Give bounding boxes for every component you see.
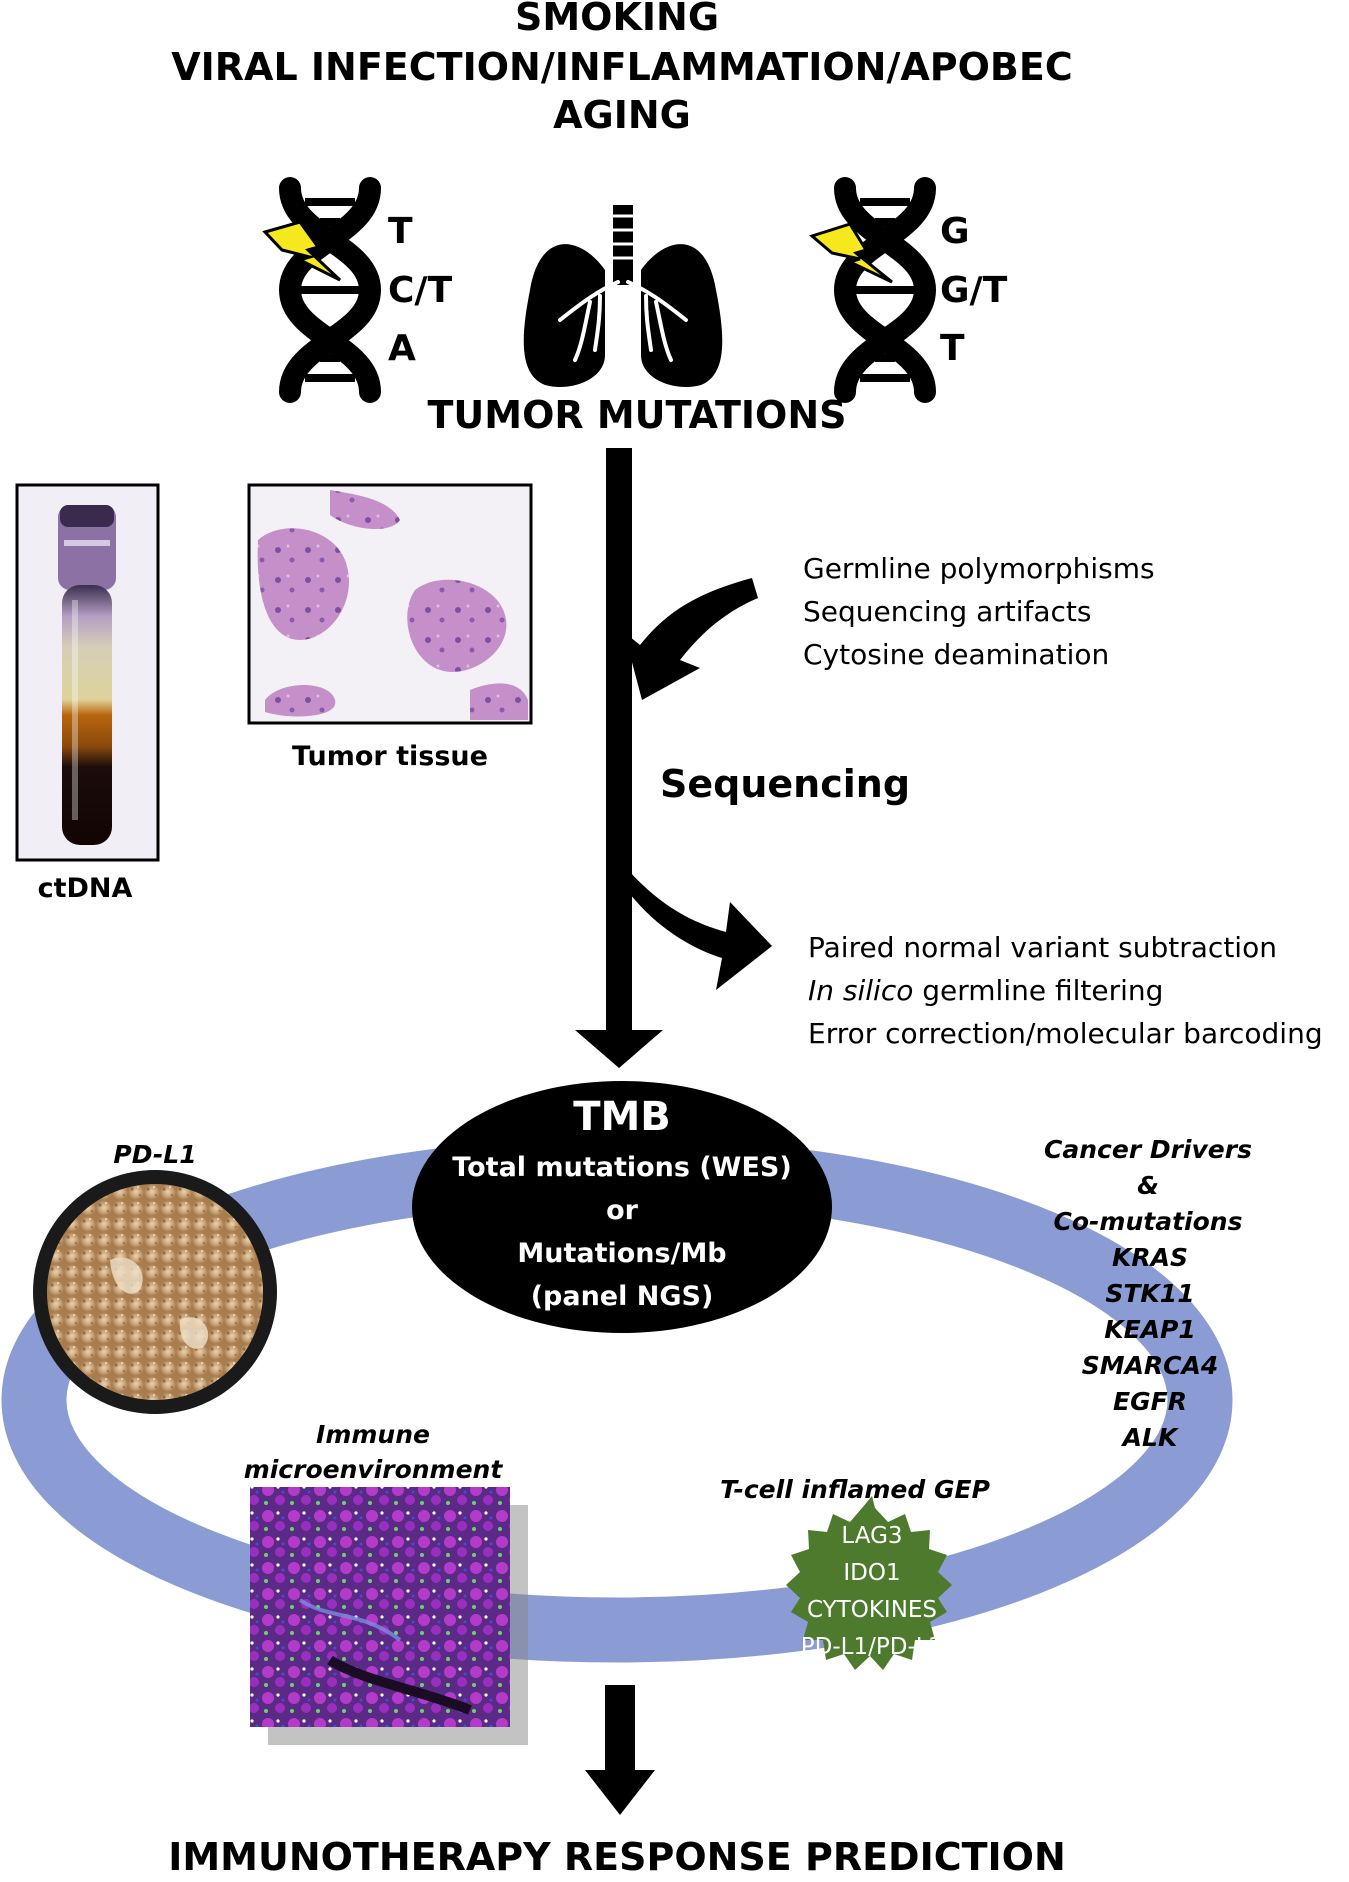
drivers-title-1: Cancer Drivers xyxy=(1044,1135,1252,1164)
main-flow-arrow xyxy=(575,448,663,1068)
tmb-title: TMB xyxy=(573,1094,671,1140)
filter-item: Error correction/molecular barcoding xyxy=(808,1017,1323,1050)
gep-item: PD-L1/PD-L2 xyxy=(801,1634,943,1660)
dna-right-base-3: T xyxy=(940,328,965,369)
cause-aging: AGING xyxy=(553,93,691,137)
dna-right-base-2: G/T xyxy=(940,270,1008,311)
dna-helix-right-icon xyxy=(833,177,937,403)
noise-sources-list: Germline polymorphisms Sequencing artifa… xyxy=(803,552,1155,671)
tmb-ellipse: TMB Total mutations (WES) or Mutations/M… xyxy=(412,1081,832,1333)
gep-title: T-cell inflamed GEP xyxy=(720,1475,990,1504)
tumor-tissue-image xyxy=(247,483,533,725)
cause-smoking: SMOKING xyxy=(515,0,719,39)
ctdna-label: ctDNA xyxy=(38,873,133,904)
filter-item: Paired normal variant subtraction xyxy=(808,931,1277,964)
dna-right-base-1: G xyxy=(940,211,970,252)
tumor-tissue-label: Tumor tissue xyxy=(292,741,488,772)
gep-item: IDO1 xyxy=(843,1560,900,1586)
noise-curved-arrow xyxy=(624,578,758,700)
tmb-line-3: Mutations/Mb xyxy=(517,1238,726,1269)
driver-gene: STK11 xyxy=(1105,1279,1194,1308)
gep-items: LAG3 IDO1 CYTOKINES PD-L1/PD-L2 HLA xyxy=(801,1523,943,1697)
sequencing-label: Sequencing xyxy=(660,762,910,806)
noise-item: Sequencing artifacts xyxy=(803,595,1092,628)
gep-starburst xyxy=(786,1496,952,1670)
filter-item: In silico germline filtering xyxy=(808,974,1163,1007)
drivers-amp: & xyxy=(1137,1171,1159,1200)
gep-item: LAG3 xyxy=(841,1523,902,1549)
dna-helix-left-icon xyxy=(278,177,382,403)
mutation-bolt-right-icon xyxy=(808,222,893,284)
gep-item: HLA xyxy=(849,1671,896,1697)
outcome-arrow xyxy=(585,1685,655,1815)
cause-viral-inflammation-apobec: VIRAL INFECTION/INFLAMMATION/APOBEC xyxy=(171,45,1072,89)
dna-left-base-3: A xyxy=(388,328,416,369)
lungs-icon xyxy=(523,205,723,387)
dna-left-base-1: T xyxy=(388,211,413,252)
dna-left-base-2: C/T xyxy=(388,270,453,311)
noise-item: Cytosine deamination xyxy=(803,638,1109,671)
tumor-mutations-label: TUMOR MUTATIONS xyxy=(427,393,846,437)
pdl1-ihc-image xyxy=(33,1170,277,1414)
tmb-line-1: Total mutations (WES) xyxy=(452,1152,791,1183)
tmb-line-2: or xyxy=(606,1195,639,1226)
mutation-bolt-left-icon xyxy=(262,220,342,282)
immune-microenvironment-image xyxy=(250,1487,528,1745)
cancer-drivers-list: Cancer Drivers & Co-mutations KRAS STK11… xyxy=(1044,1135,1252,1452)
noise-item: Germline polymorphisms xyxy=(803,552,1155,585)
driver-gene: EGFR xyxy=(1113,1387,1187,1416)
driver-gene: ALK xyxy=(1121,1423,1179,1452)
immune-label-1: Immune xyxy=(316,1420,430,1449)
driver-gene: KRAS xyxy=(1112,1243,1188,1272)
filtering-steps-list: Paired normal variant subtraction In sil… xyxy=(808,931,1323,1050)
ctdna-tube-image xyxy=(15,483,160,862)
immune-label-2: microenvironment xyxy=(244,1455,504,1484)
header-causes: SMOKING VIRAL INFECTION/INFLAMMATION/APO… xyxy=(171,0,1072,137)
driver-gene: SMARCA4 xyxy=(1082,1351,1219,1380)
drivers-title-2: Co-mutations xyxy=(1054,1207,1243,1236)
filter-curved-arrow xyxy=(618,870,772,990)
gep-item: CYTOKINES xyxy=(807,1597,937,1623)
pdl1-label: PD-L1 xyxy=(113,1140,196,1169)
driver-gene: KEAP1 xyxy=(1104,1315,1196,1344)
immunotherapy-response-prediction: IMMUNOTHERAPY RESPONSE PREDICTION xyxy=(168,1835,1066,1877)
tmb-line-4: (panel NGS) xyxy=(531,1281,714,1312)
